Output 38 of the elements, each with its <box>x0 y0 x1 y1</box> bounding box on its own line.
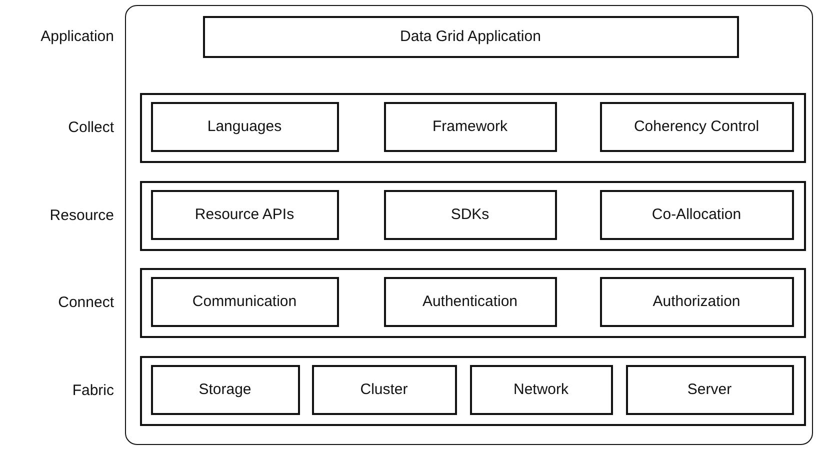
component-box <box>384 102 556 152</box>
layer-band <box>140 268 806 338</box>
layer-label: Connect <box>58 294 114 311</box>
component-label: Authorization <box>652 293 740 310</box>
component-label: Cluster <box>360 381 408 398</box>
component-label: Data Grid Application <box>400 28 541 45</box>
layer-band <box>140 180 806 250</box>
layer-label: Application <box>40 28 114 45</box>
component-label: Resource APIs <box>194 206 294 223</box>
component-box <box>600 102 794 152</box>
component-label: Languages <box>207 118 282 135</box>
component-label: Co-Allocation <box>652 206 742 223</box>
component-box <box>626 364 794 414</box>
component-box <box>384 190 556 240</box>
component-label: Coherency Control <box>634 118 760 135</box>
layer-label: Collect <box>68 119 114 136</box>
layer-band <box>140 356 806 426</box>
layer-band <box>140 92 806 162</box>
component-label: Server <box>687 381 732 398</box>
layer-label: Resource <box>50 207 114 224</box>
component-label: Communication <box>192 293 297 310</box>
component-label: Storage <box>198 381 252 398</box>
component-label: SDKs <box>450 206 490 223</box>
component-box <box>202 16 738 58</box>
component-label: Network <box>513 381 568 398</box>
outer-frame <box>125 5 813 445</box>
component-box <box>150 276 338 326</box>
component-label: Framework <box>432 118 508 135</box>
component-box <box>600 190 794 240</box>
component-box <box>150 102 338 152</box>
component-box <box>150 190 338 240</box>
component-box <box>312 364 456 414</box>
component-box <box>384 276 556 326</box>
component-label: Authentication <box>422 293 518 310</box>
component-box <box>600 276 794 326</box>
component-box <box>470 364 612 414</box>
layer-label: Fabric <box>72 382 114 399</box>
component-box <box>150 364 300 414</box>
